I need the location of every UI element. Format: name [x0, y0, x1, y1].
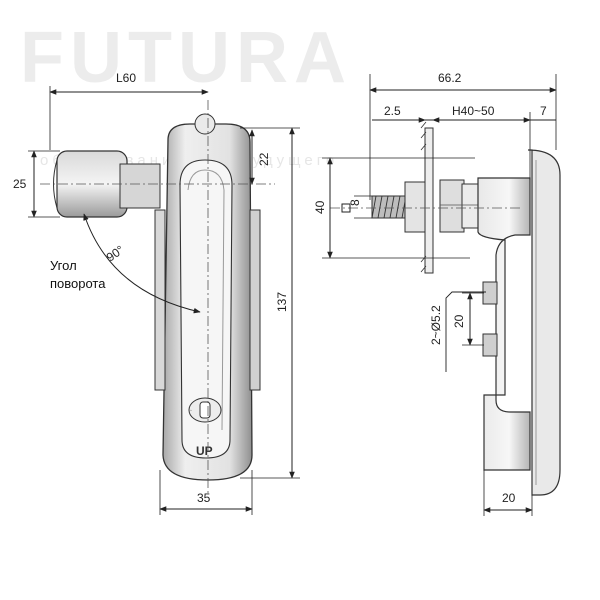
dim-top-offset: 22	[257, 152, 271, 166]
brand-logo: UP	[196, 444, 213, 458]
nut-1	[404, 181, 426, 233]
rotation-caption-line1: Угол	[50, 258, 77, 273]
dim-square: 8	[348, 199, 362, 206]
side-view: 66.2 2.5 H40~50 7 40 8 2~Ø5.2 20 20	[313, 71, 561, 516]
dim-hole-spacing: 20	[452, 314, 466, 328]
watermark-brand: FUTURA	[20, 18, 352, 98]
dim-holes: 2~Ø5.2	[429, 305, 443, 345]
lever-neck	[119, 163, 161, 209]
front-view: ◦ UP L60 25 22 137 35 90° Угол поворота	[13, 71, 300, 515]
dim-width: 35	[197, 491, 211, 505]
dim-stud-height: 40	[313, 200, 327, 214]
nut-2	[439, 179, 465, 233]
thread-lines	[371, 195, 413, 219]
dim-holes-leader	[445, 291, 486, 372]
rotation-caption-line2: поворота	[50, 276, 106, 291]
rotation-arc	[83, 213, 201, 314]
dim-flange: 7	[540, 104, 547, 118]
rotation-angle: 90°	[104, 242, 127, 264]
dim-lever-length: L60	[116, 71, 136, 85]
top-knob	[194, 113, 216, 135]
dim-total-height: 137	[275, 292, 289, 312]
dim-base: 20	[502, 491, 516, 505]
keyhole-icon	[199, 401, 211, 419]
side-cover	[527, 149, 561, 496]
square-symbol-icon	[341, 203, 351, 213]
handle-highlight	[187, 169, 225, 431]
dim-total-depth: 66.2	[438, 71, 462, 85]
nut-3	[461, 183, 481, 229]
keyhole-mark: ◦	[190, 408, 192, 414]
side-housing	[477, 177, 531, 471]
panel-plate	[424, 127, 434, 274]
back-plate-right	[249, 209, 261, 391]
bolt-1	[482, 281, 498, 305]
dim-lever-height: 25	[13, 177, 27, 191]
dim-stud-length: H40~50	[452, 104, 495, 118]
bolt-2	[482, 333, 498, 357]
dim-gap: 2.5	[384, 104, 401, 118]
panel-serration	[420, 121, 427, 273]
